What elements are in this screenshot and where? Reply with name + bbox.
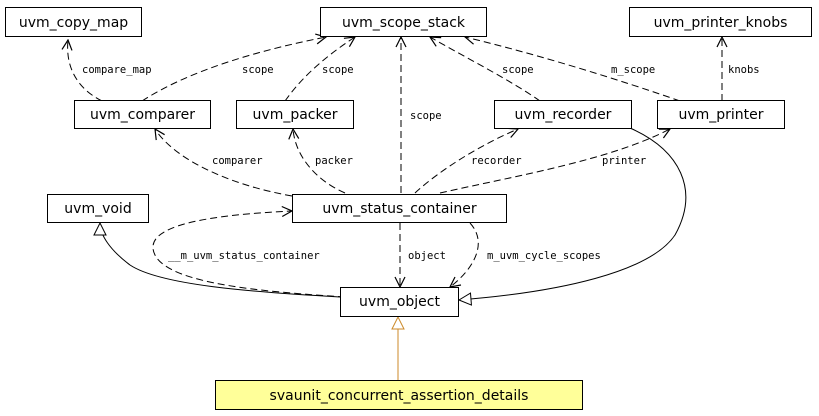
node-label: uvm_status_container (322, 201, 476, 217)
edge-recorder-to-scope-stack (430, 37, 541, 102)
label-comparer: comparer (212, 155, 263, 167)
node-uvm-comparer[interactable]: uvm_comparer (74, 100, 211, 129)
node-uvm-copy-map[interactable]: uvm_copy_map (5, 7, 142, 37)
edge-status-to-printer (439, 129, 670, 194)
node-label: uvm_object (359, 294, 440, 310)
node-uvm-status-container[interactable]: uvm_status_container (292, 194, 507, 223)
node-uvm-packer[interactable]: uvm_packer (236, 100, 354, 129)
edge-status-to-object-cycle-scopes (450, 222, 479, 287)
edge-status-to-recorder (414, 129, 518, 194)
node-label: uvm_printer (678, 107, 763, 123)
node-label: uvm_scope_stack (342, 15, 466, 31)
node-label: uvm_recorder (515, 107, 612, 123)
node-uvm-printer[interactable]: uvm_printer (657, 100, 785, 129)
label-printer: printer (602, 155, 646, 167)
label-scope-recorder: scope (502, 64, 534, 76)
node-label: uvm_copy_map (19, 15, 128, 31)
node-uvm-scope-stack[interactable]: uvm_scope_stack (320, 7, 487, 37)
label-m-uvm-status-container: __m_uvm_status_container (168, 250, 320, 262)
node-uvm-printer-knobs[interactable]: uvm_printer_knobs (629, 7, 812, 37)
node-label: uvm_packer (253, 107, 338, 123)
node-uvm-void[interactable]: uvm_void (47, 194, 149, 223)
node-uvm-recorder[interactable]: uvm_recorder (494, 100, 632, 129)
edge-status-to-comparer (155, 129, 293, 197)
edge-recorder-inherits-object (459, 127, 687, 300)
label-object: object (408, 250, 446, 262)
label-compare-map: compare_map (82, 64, 152, 76)
edge-object-inherits-void (100, 223, 341, 298)
label-recorder: recorder (471, 155, 522, 167)
edge-comparer-to-copy-map (68, 40, 103, 102)
label-packer: packer (315, 155, 353, 167)
edge-packer-to-scope-stack (284, 37, 355, 102)
label-m-uvm-cycle-scopes: m_uvm_cycle_scopes (487, 250, 601, 262)
edge-comparer-to-scope-stack (141, 37, 326, 102)
node-label: uvm_printer_knobs (654, 15, 788, 31)
edge-object-to-status-container (152, 211, 346, 298)
node-label: uvm_comparer (90, 107, 195, 123)
edge-status-to-packer (293, 129, 346, 194)
node-label: svaunit_concurrent_assertion_details (270, 388, 529, 404)
node-svaunit-concurrent-assertion-details[interactable]: svaunit_concurrent_assertion_details (215, 380, 583, 410)
node-label: uvm_void (64, 201, 131, 217)
label-scope-comparer: scope (242, 64, 274, 76)
edge-printer-to-scope-stack (465, 37, 681, 102)
label-knobs: knobs (728, 64, 760, 76)
label-scope-packer: scope (322, 64, 354, 76)
node-uvm-object[interactable]: uvm_object (340, 287, 459, 317)
label-m-scope: m_scope (611, 64, 655, 76)
label-scope-status: scope (410, 110, 442, 122)
